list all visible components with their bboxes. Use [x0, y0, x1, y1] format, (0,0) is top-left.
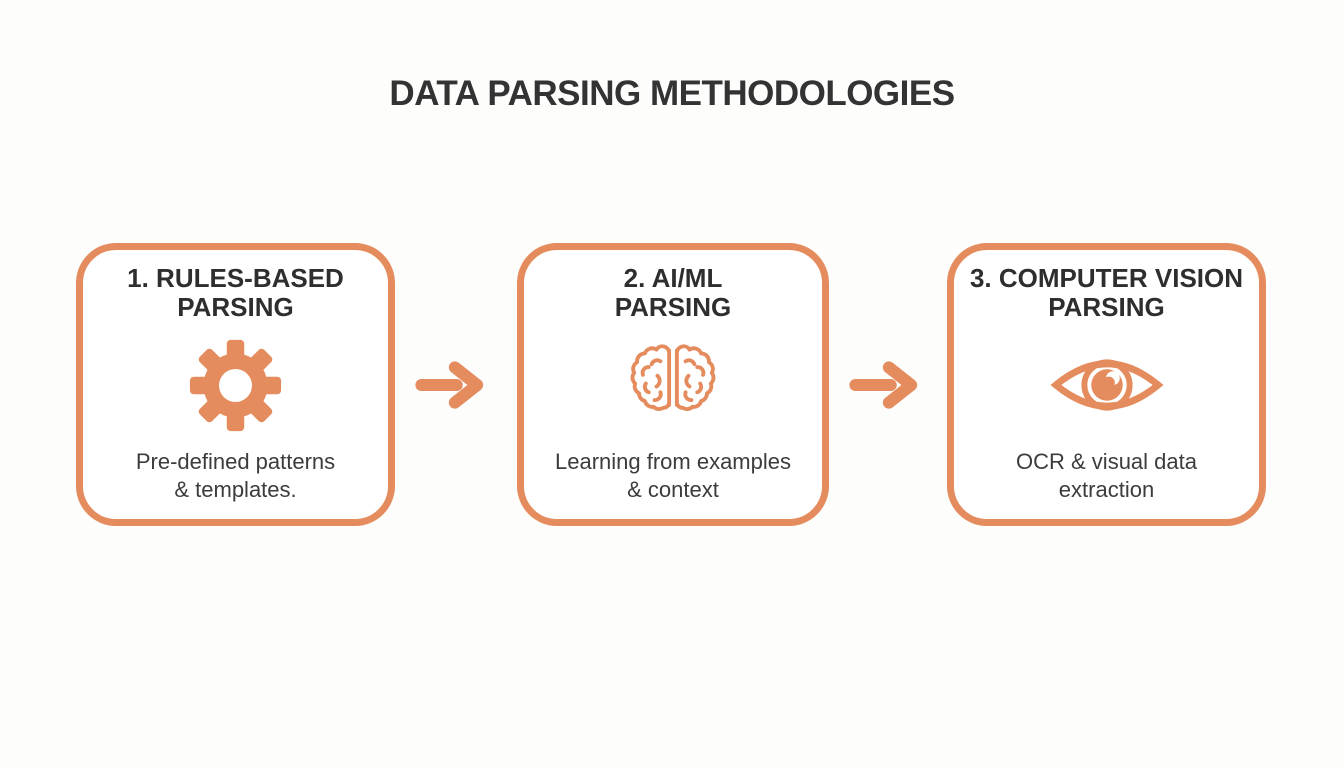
arrow-right-icon: [849, 361, 918, 409]
step-heading-line1: 2. AI/ML: [623, 263, 723, 293]
step-heading-line2: PARSING: [614, 292, 732, 323]
step-heading: 3. COMPUTER VISION PARSING: [969, 263, 1244, 323]
arrow-right-icon: [415, 361, 484, 409]
step-heading: 1. RULES-BASED PARSING: [127, 263, 344, 323]
step-description: Learning from examples & context: [555, 448, 791, 503]
step-description: Pre-defined patterns & templates.: [136, 448, 335, 503]
step-card-ai-ml: 2. AI/ML PARSING: [517, 243, 829, 526]
brain-icon: [630, 344, 716, 411]
step-icon-area: [524, 322, 822, 448]
step-heading-line1: 1. RULES-BASED: [127, 263, 344, 293]
step-card-rules-based: 1. RULES-BASED PARSING: [76, 243, 395, 526]
step-icon-area: [954, 322, 1259, 448]
gear-icon: [189, 339, 282, 431]
eye-icon: [1049, 359, 1164, 411]
step-icon-area: [83, 322, 388, 448]
step-card-computer-vision: 3. COMPUTER VISION PARSING OCR & visual …: [947, 243, 1266, 526]
step-description-line1: Learning from examples: [554, 449, 791, 475]
step-heading: 2. AI/ML PARSING: [614, 263, 732, 323]
step-heading-line1: 3. COMPUTER VISION: [969, 263, 1244, 293]
step-heading-line2: PARSING: [177, 292, 294, 323]
step-description-line2: & templates.: [174, 476, 297, 502]
step-description-line1: Pre-defined patterns: [135, 449, 336, 475]
step-description-line1: OCR & visual data: [1016, 449, 1197, 475]
step-description-line2: & context: [627, 476, 719, 502]
step-heading-line2: PARSING: [1048, 292, 1165, 323]
step-description-line2: extraction: [1058, 476, 1155, 502]
step-description: OCR & visual data extraction: [1016, 448, 1197, 503]
diagram-title: DATA PARSING METHODOLOGIES: [389, 74, 955, 113]
